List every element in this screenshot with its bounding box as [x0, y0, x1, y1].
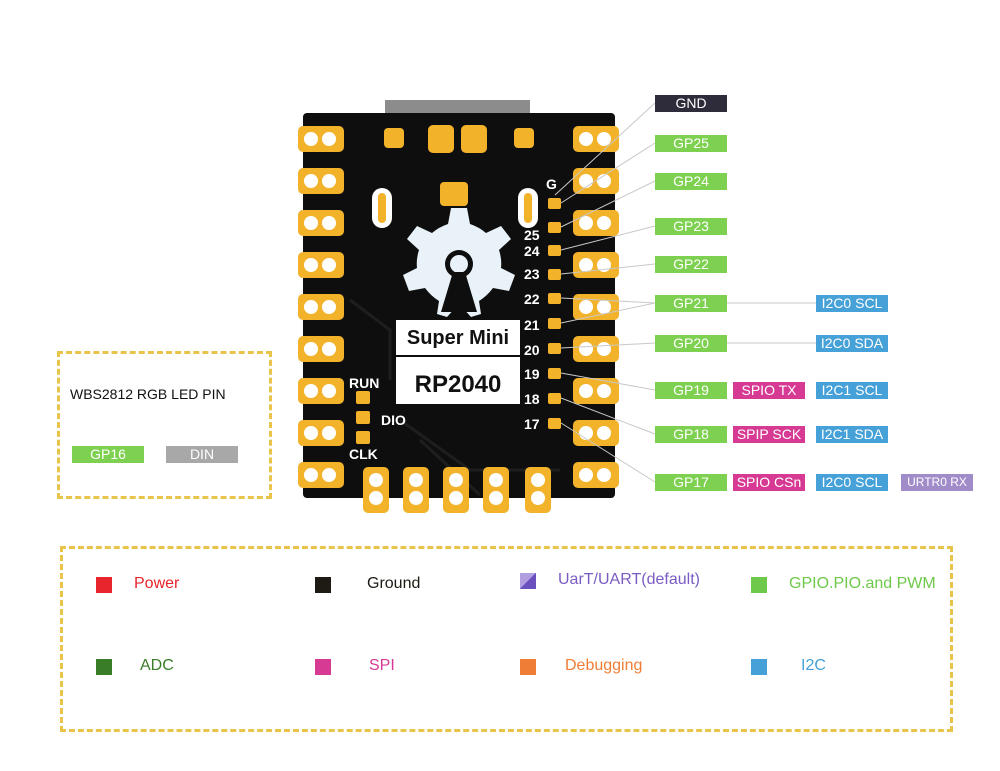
- pin-tag-gp17-uart: URTR0 RX: [901, 474, 973, 491]
- right-pin-4: [573, 252, 619, 278]
- pin-tag-gp17: GP17: [655, 474, 727, 491]
- left-pin-1: [298, 126, 344, 152]
- led-pin-box: WBS2812 RGB LED PIN GP16 DIN: [57, 351, 272, 499]
- bottom-pin-5: [525, 467, 551, 513]
- pin-tag-gp18-spi: SPIP SCK: [733, 426, 805, 443]
- bottom-pin-1: [363, 467, 389, 513]
- silk-19: 19: [524, 366, 540, 382]
- pin-tag-gp21: GP21: [655, 295, 727, 312]
- bottom-pins: [363, 467, 551, 513]
- left-pin-2: [298, 168, 344, 194]
- pin-tag-gp19-spi: SPIO TX: [733, 382, 805, 399]
- pin-tag-gp19: GP19: [655, 382, 727, 399]
- led-pin-tag: GP16: [72, 446, 144, 463]
- pin-tag-gp18-i2c: I2C1 SDA: [816, 426, 888, 443]
- pin-tag-gp22: GP22: [655, 256, 727, 273]
- right-pin-8: [573, 420, 619, 446]
- legend-swatch-power: [96, 577, 112, 593]
- legend-label-debugging: Debugging: [565, 657, 643, 674]
- right-pin-3: [573, 210, 619, 236]
- top-pads: [372, 125, 538, 228]
- right-pin-5: [573, 294, 619, 320]
- silk-18: 18: [524, 391, 540, 407]
- inner-right-pads: [548, 198, 561, 429]
- right-pin-1: [573, 126, 619, 152]
- silk-20: 20: [524, 342, 540, 358]
- left-pin-4: [298, 252, 344, 278]
- legend-label-i2c: I2C: [801, 657, 826, 674]
- legend-box: Power Ground UarT/UART(default) GPIO.PIO…: [60, 546, 953, 732]
- title-block: [396, 320, 520, 404]
- leader-lines: [554, 102, 816, 483]
- left-pin-3: [298, 210, 344, 236]
- silk-run: RUN: [349, 375, 379, 391]
- silk-17: 17: [524, 416, 540, 432]
- left-pin-5: [298, 294, 344, 320]
- silk-24: 24: [524, 243, 540, 259]
- left-pin-6: [298, 336, 344, 362]
- legend-label-ground: Ground: [367, 575, 421, 592]
- legend-swatch-uart: [520, 573, 536, 589]
- pin-tag-gp21-i2c: I2C0 SCL: [816, 295, 888, 312]
- legend-swatch-ground: [315, 577, 331, 593]
- left-pin-9: [298, 462, 344, 488]
- pin-tag-gp24: GP24: [655, 173, 727, 190]
- legend-swatch-debugging: [520, 659, 536, 675]
- pin-tag-gp17-spi: SPIO CSn: [733, 474, 805, 491]
- pin-tag-gp20-i2c: I2C0 SDA: [816, 335, 888, 352]
- bottom-pin-2: [403, 467, 429, 513]
- legend-swatch-i2c: [751, 659, 767, 675]
- pin-tag-gp17-i2c: I2C0 SCL: [816, 474, 888, 491]
- legend-label-adc: ADC: [140, 657, 174, 674]
- left-pins: [298, 126, 344, 488]
- bottom-pin-4: [483, 467, 509, 513]
- legend-label-spi: SPI: [369, 657, 395, 674]
- board-title-line2: RP2040: [415, 371, 502, 398]
- silk-23: 23: [524, 266, 540, 282]
- right-pin-6: [573, 336, 619, 362]
- legend-label-gpio: GPIO.PIO.and PWM: [789, 575, 936, 592]
- led-box-title: WBS2812 RGB LED PIN: [70, 386, 226, 402]
- silk-dio: DIO: [381, 412, 406, 428]
- right-pin-9: [573, 462, 619, 488]
- legend-label-uart: UarT/UART(default): [558, 571, 700, 588]
- silk-g: G: [546, 176, 557, 192]
- debug-pads: [356, 391, 370, 444]
- pin-tag-gp25: GP25: [655, 135, 727, 152]
- silk-clk: CLK: [349, 446, 378, 462]
- right-pin-7: [573, 378, 619, 404]
- board-title-line1: Super Mini: [407, 327, 509, 349]
- legend-label-power: Power: [134, 575, 180, 592]
- silk-21: 21: [524, 317, 540, 333]
- legend-swatch-adc: [96, 659, 112, 675]
- silk-25: 25: [524, 227, 540, 243]
- led-signal-tag: DIN: [166, 446, 238, 463]
- pin-tag-gp23: GP23: [655, 218, 727, 235]
- legend-swatch-gpio: [751, 577, 767, 593]
- bottom-pin-3: [443, 467, 469, 513]
- left-pin-7: [298, 378, 344, 404]
- pin-tag-gnd: GND: [655, 95, 727, 112]
- silk-22: 22: [524, 291, 540, 307]
- left-pin-8: [298, 420, 344, 446]
- legend-swatch-spi: [315, 659, 331, 675]
- pin-tag-gp19-i2c: I2C1 SCL: [816, 382, 888, 399]
- pin-tag-gp20: GP20: [655, 335, 727, 352]
- gear-logo-icon: [403, 208, 515, 317]
- pin-tag-gp18: GP18: [655, 426, 727, 443]
